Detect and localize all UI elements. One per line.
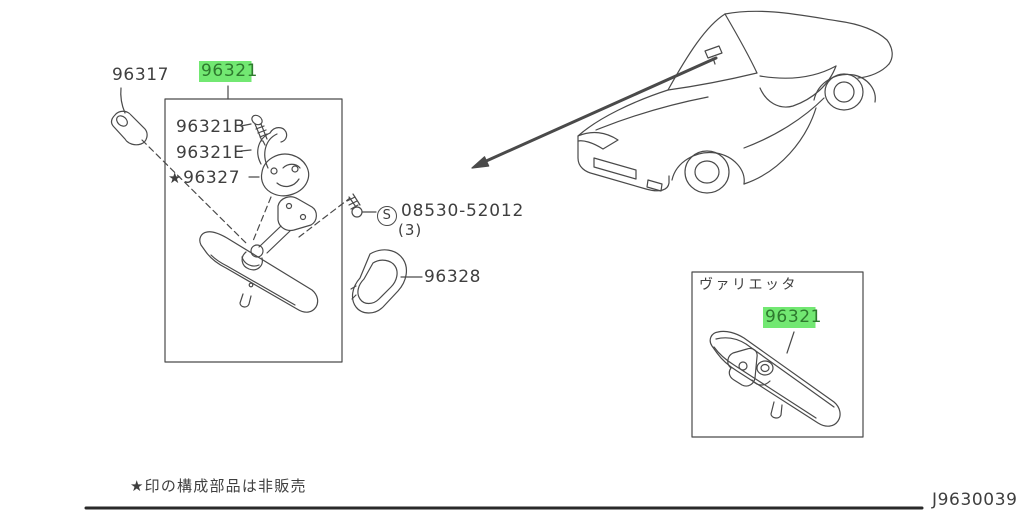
standard-part-s-icon: S	[377, 206, 397, 227]
label-96321b: 96321B	[176, 117, 246, 137]
drawing-number: J9630039	[932, 490, 1018, 510]
varietta-mirror-drawing	[709, 330, 841, 427]
label-96328: 96328	[424, 267, 482, 287]
label-96327: ★96327	[168, 169, 240, 188]
part-96317-drawing	[110, 87, 148, 146]
part-96328-grommet-drawing	[350, 249, 423, 314]
label-96317: 96317	[112, 65, 170, 85]
screw-08530-drawing	[346, 193, 377, 218]
varietta-box	[691, 271, 864, 438]
mirror-assembly-drawing	[199, 196, 319, 313]
part-96327-base-drawing	[248, 153, 310, 197]
not-sold-star-icon: ★	[168, 169, 183, 187]
assembly-dashed-lines	[141, 139, 351, 244]
part-96321e-spring-drawing	[240, 127, 288, 169]
footnote-not-sold: ★印の構成部品は非販売	[130, 477, 307, 495]
varietta-title: ヴァリエッタ	[699, 277, 798, 293]
screw-quantity: (3)	[398, 221, 423, 239]
label-96321-varietta-highlighted: 96321	[763, 307, 825, 328]
main-assembly-box	[164, 85, 343, 363]
pointer-arrow	[471, 56, 718, 169]
screw-part-number: 08530-52012	[401, 201, 525, 221]
car-illustration	[577, 10, 893, 194]
label-96327-number: 96327	[183, 168, 241, 188]
label-96321-highlighted: 96321	[199, 61, 261, 82]
label-96321e: 96321E	[176, 143, 245, 163]
part-96321b-screw-drawing	[240, 114, 268, 146]
